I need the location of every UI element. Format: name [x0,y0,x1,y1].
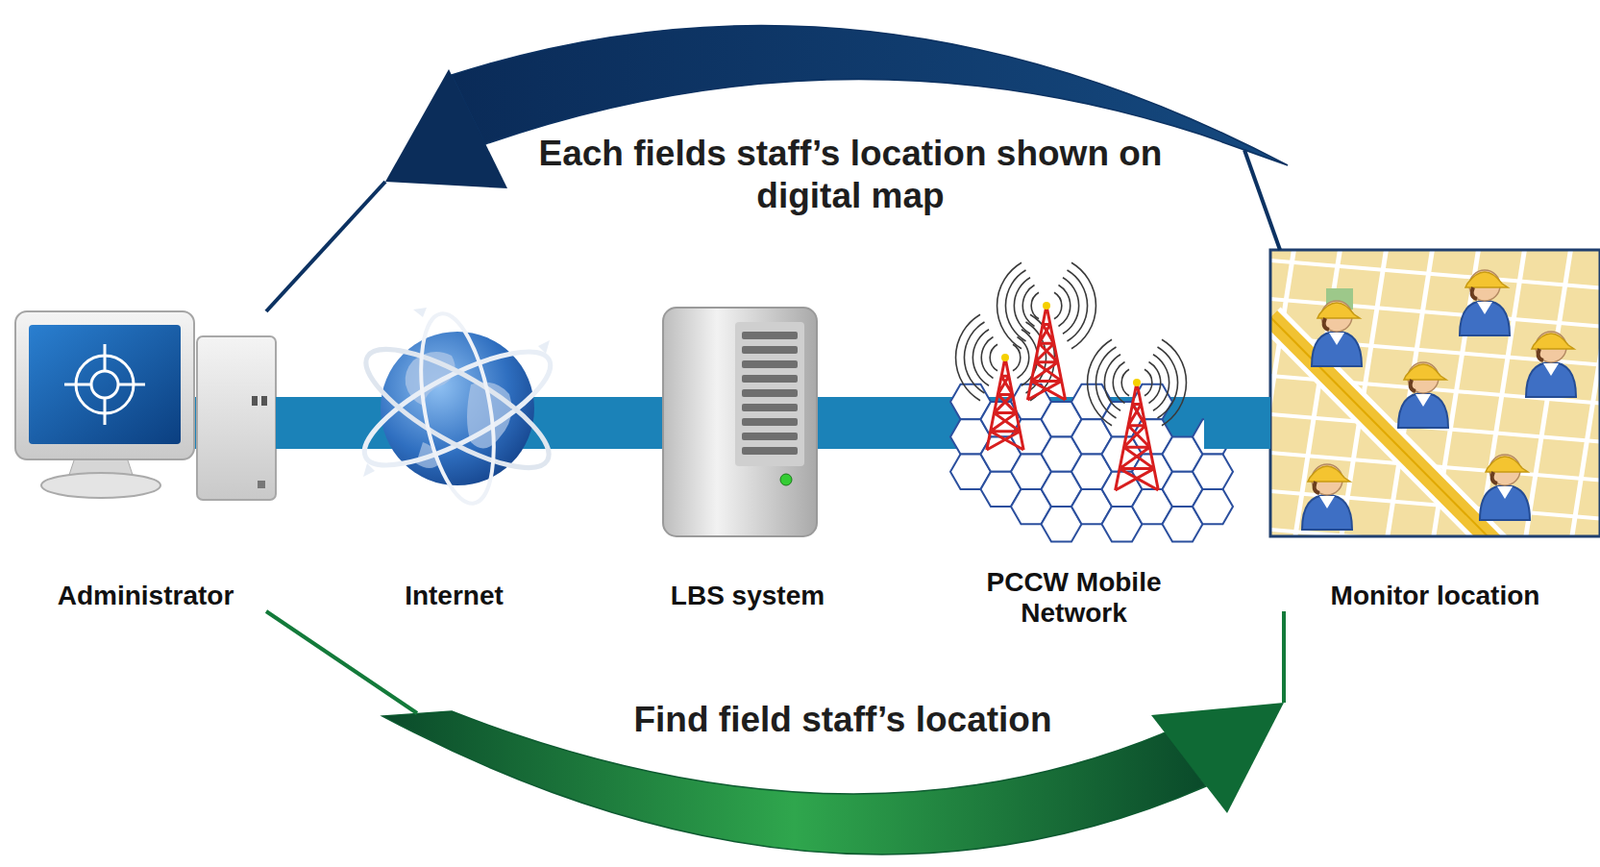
node-label: PCCW Mobile Network [943,566,1205,629]
network-band [556,396,654,449]
connector-lead [266,611,418,714]
connector-lead [266,181,386,312]
globe-icon [350,307,566,509]
connector [556,422,654,424]
connector [275,422,352,424]
cell-tower-icon [950,262,1233,542]
icon-node: PCCW Mobile Network [943,259,1205,629]
icon-node: LBS system [653,306,842,612]
arrow-label: Find field staff’s location [568,698,1117,741]
arrow-head [385,69,508,189]
node-label: LBS system [670,580,825,612]
icon-node: Administrator [15,311,276,612]
icon-node: Monitor location [1270,249,1600,612]
network-band [841,396,944,449]
connector-lead [1281,611,1286,703]
connector-lead [1244,149,1280,250]
node-label: Administrator [57,580,235,612]
arrow-label: Each fields staff’s location shown on di… [533,132,1168,218]
node-label: Monitor location [1330,580,1541,612]
computer-icon [15,311,276,500]
connector [266,25,1288,312]
arrow-head [1151,702,1284,813]
network-band [1204,396,1271,449]
network-band [275,396,352,449]
connector [266,611,1284,855]
connector [841,422,944,424]
node-label: Internet [404,580,504,612]
server-icon [663,307,817,537]
icon-node: Internet [351,321,557,612]
map-icon [1201,240,1600,596]
connector [1204,422,1271,424]
